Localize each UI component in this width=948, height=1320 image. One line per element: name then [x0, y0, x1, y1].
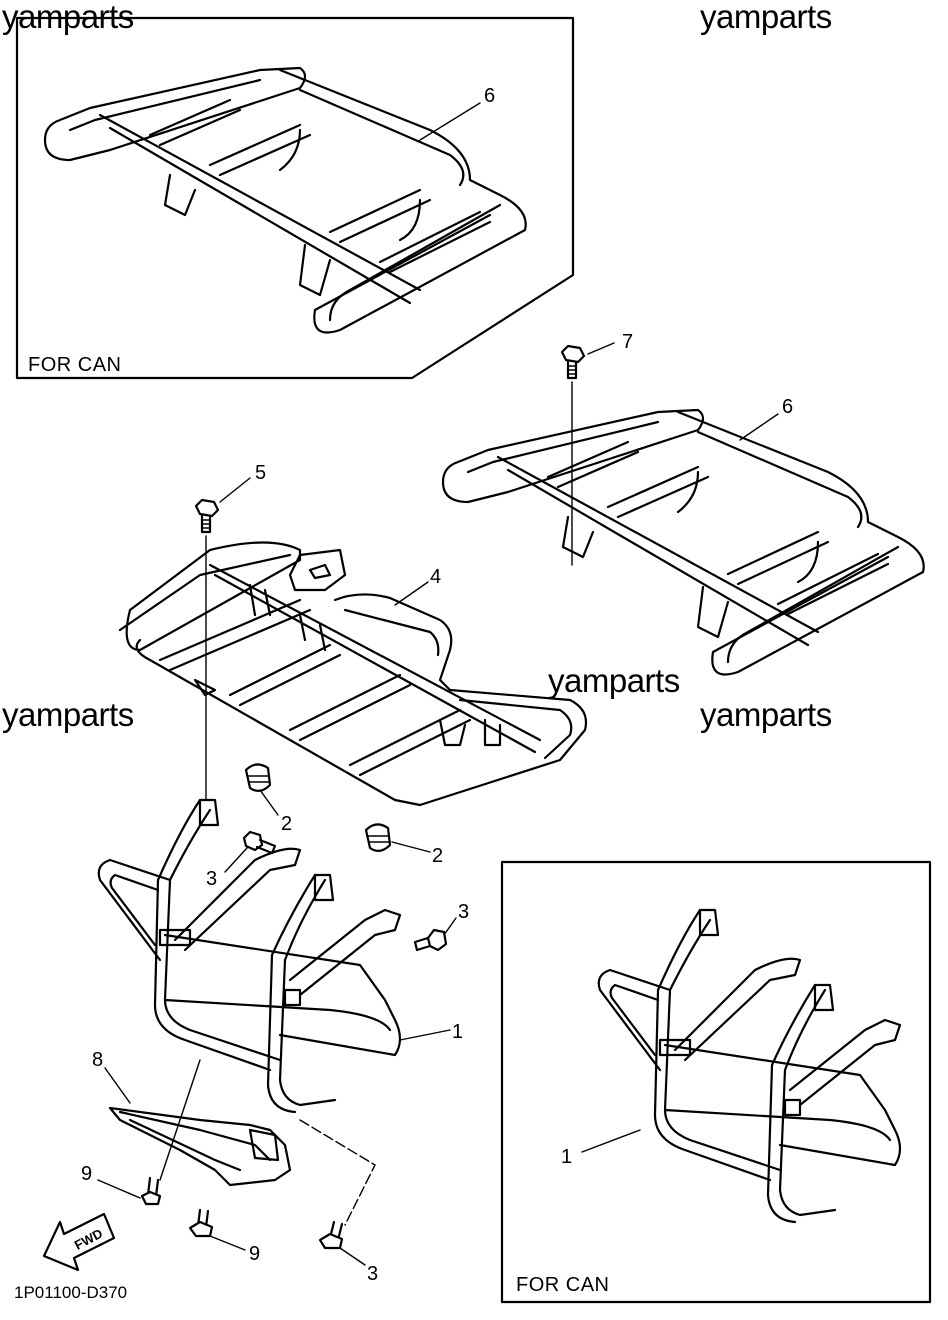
leader-3c — [339, 1247, 366, 1266]
bolt-7 — [560, 344, 586, 380]
callout-9b: 9 — [249, 1243, 261, 1265]
callout-1: 1 — [452, 1021, 464, 1043]
watermark-top-left: yamparts — [2, 0, 134, 35]
leader-2a — [259, 789, 279, 816]
bolt-9a — [140, 1176, 162, 1206]
for-can-label-bottom: FOR CAN — [516, 1274, 610, 1296]
watermark-top-right: yamparts — [700, 0, 832, 35]
for-can-box-bottom — [500, 860, 932, 1304]
rear-rack — [441, 408, 925, 676]
bolt-5 — [194, 498, 220, 534]
grommet-2b — [364, 823, 392, 852]
leader-6-top — [419, 102, 481, 141]
leader-3a — [224, 847, 248, 873]
leader-3b — [443, 917, 457, 936]
callout-6-right: 6 — [782, 396, 794, 418]
for-can-box-top — [15, 16, 575, 380]
callout-2b: 2 — [432, 845, 444, 867]
bolt-3a — [242, 830, 277, 855]
leader-9b — [209, 1235, 246, 1251]
callout-8: 8 — [92, 1049, 104, 1071]
bolt-3c — [318, 1220, 344, 1250]
bolt-9b — [188, 1208, 214, 1238]
callout-2a: 2 — [281, 813, 293, 835]
leader-4 — [394, 581, 429, 606]
callout-7: 7 — [622, 331, 634, 353]
bracket-8 — [108, 1106, 292, 1187]
watermark-middle: yamparts — [548, 662, 680, 699]
fitting-line-3c — [299, 1119, 376, 1226]
leader-9a — [97, 1179, 141, 1199]
grommet-2a — [244, 763, 272, 792]
leader-7 — [587, 342, 615, 355]
for-can-label-top: FOR CAN — [28, 354, 122, 376]
leader-1 — [399, 1029, 451, 1041]
fitting-line-8 — [159, 1059, 201, 1181]
callout-1-box: 1 — [561, 1146, 573, 1168]
leader-8 — [104, 1067, 131, 1104]
watermark-left: yamparts — [2, 696, 134, 733]
leader-6-right — [739, 413, 779, 441]
drawing-code: 1P01100-D370 — [14, 1283, 128, 1302]
watermark-right: yamparts — [700, 696, 832, 733]
callout-3c: 3 — [367, 1263, 379, 1285]
front-guard-for-can — [597, 908, 902, 1224]
callout-3b: 3 — [458, 901, 470, 923]
fwd-arrow-icon: FWD — [42, 1212, 116, 1272]
leader-2b — [391, 841, 431, 853]
leader-1-box — [581, 1129, 641, 1153]
callout-3a: 3 — [206, 868, 218, 890]
bolt-3b — [413, 928, 448, 952]
callout-9a: 9 — [81, 1163, 93, 1185]
rear-rack-for-can — [43, 66, 527, 334]
front-rack — [118, 541, 588, 807]
callout-5: 5 — [255, 462, 267, 484]
leader-5 — [219, 477, 251, 503]
callout-4: 4 — [430, 566, 442, 588]
callout-6-top: 6 — [484, 85, 496, 107]
